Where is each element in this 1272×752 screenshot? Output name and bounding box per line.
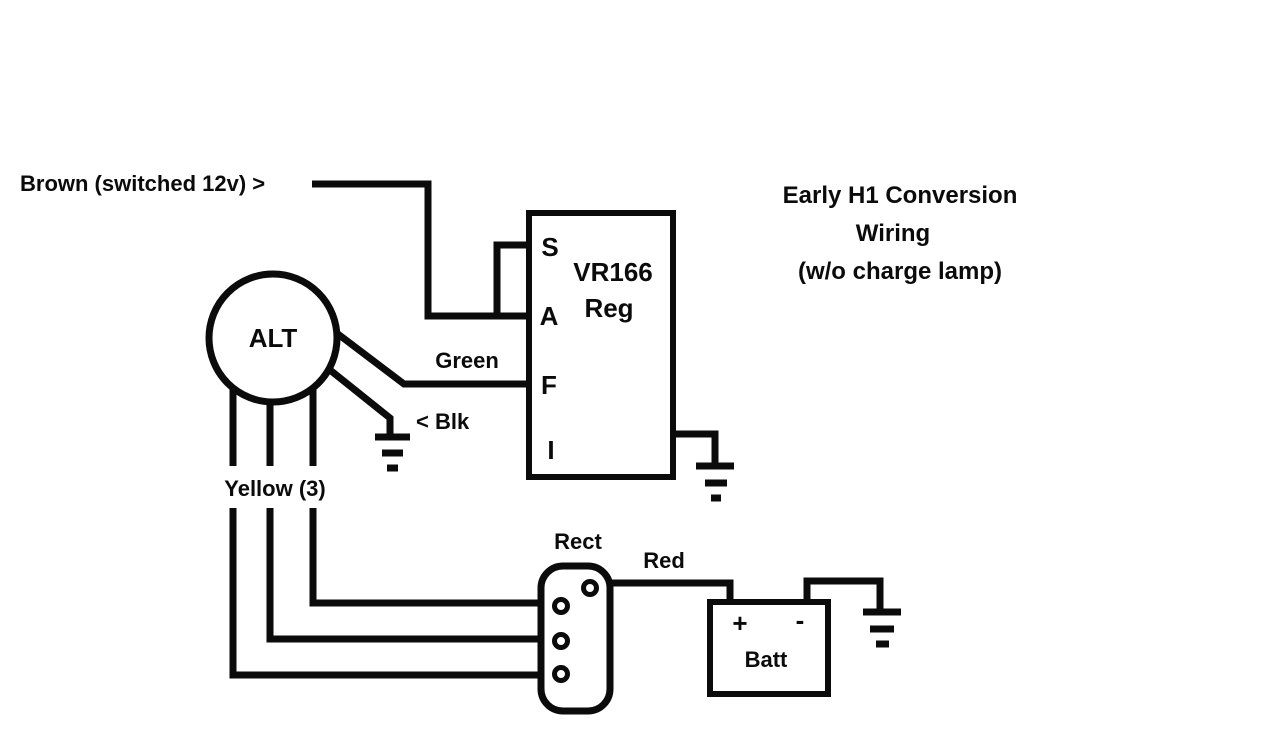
battery-negative-wire xyxy=(803,577,884,609)
rectifier-connector xyxy=(537,562,614,715)
green-wire-label: Green xyxy=(435,348,499,373)
battery-box xyxy=(707,599,831,697)
regulator-model-label: VR166 xyxy=(573,257,653,287)
alternator-circle xyxy=(205,270,341,406)
yellow-wires-label: Yellow (3) xyxy=(224,476,325,501)
regulator-terminal-s: S xyxy=(541,232,558,262)
rectifier-pin-4 xyxy=(552,665,570,683)
rectifier-pin-2 xyxy=(552,597,570,615)
red-wire xyxy=(608,579,734,601)
regulator-box xyxy=(526,210,676,480)
battery-ground-icon xyxy=(863,608,901,648)
red-wire-label: Red xyxy=(643,548,685,573)
battery-positive-label: + xyxy=(732,608,747,638)
rectifier-pin-1 xyxy=(581,579,599,597)
yellow-wire-1 xyxy=(309,372,542,607)
title-line-1: Early H1 Conversion xyxy=(783,182,1018,209)
regulator-terminal-i: I xyxy=(547,435,554,465)
regulator-terminal-a: A xyxy=(540,301,559,331)
yellow-label-background xyxy=(206,466,344,508)
rectifier-pin-3 xyxy=(552,632,570,650)
brown-wire xyxy=(312,180,527,320)
black-ground-wire xyxy=(317,359,394,434)
green-wire xyxy=(327,325,527,388)
s-to-a-jumper-wire xyxy=(493,241,527,316)
title-line-3: (w/o charge lamp) xyxy=(798,258,1002,285)
yellow-wire-2 xyxy=(266,375,542,643)
alternator-ground-icon xyxy=(375,433,410,472)
battery-negative-label: - xyxy=(796,605,805,635)
title-line-2: Wiring xyxy=(856,220,930,247)
brown-wire-label: Brown (switched 12v) > xyxy=(20,171,265,196)
alternator-label: ALT xyxy=(249,323,298,353)
black-wire-label: < Blk xyxy=(416,409,470,434)
regulator-ground-wire xyxy=(671,430,719,463)
battery-label: Batt xyxy=(745,647,788,672)
regulator-ground-icon xyxy=(696,462,734,502)
regulator-terminal-f: F xyxy=(541,370,557,400)
rectifier-label: Rect xyxy=(554,529,602,554)
regulator-type-label: Reg xyxy=(584,293,633,323)
